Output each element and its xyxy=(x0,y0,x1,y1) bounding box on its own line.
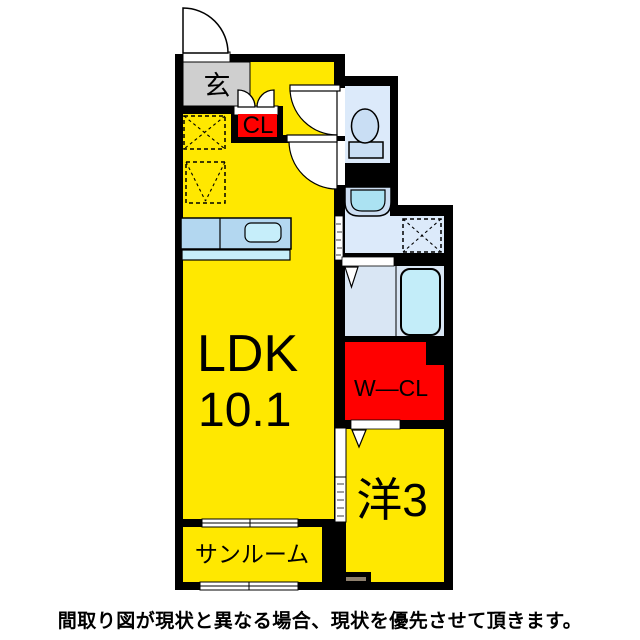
wall-right xyxy=(444,205,453,590)
room-door-icon xyxy=(286,134,338,190)
room-walkin-closet xyxy=(345,342,444,420)
door-swing-triangle-icon xyxy=(351,429,367,449)
kitchen-counter-icon xyxy=(180,217,292,261)
sliding-window-icon xyxy=(199,581,299,591)
label-genkan: 玄 xyxy=(204,71,231,101)
closet-double-door-icon xyxy=(237,89,275,108)
bathroom-door xyxy=(341,256,395,289)
washer-space-icon xyxy=(185,161,226,204)
label-cl: CL xyxy=(243,112,274,139)
room-door-icon xyxy=(289,84,341,136)
bathtub-icon xyxy=(400,268,441,336)
wall-toilet-right xyxy=(390,76,398,216)
doorway-washroom xyxy=(336,141,345,185)
counter-front xyxy=(181,249,291,261)
wall-bottom xyxy=(175,582,453,590)
label-ldk: LDK xyxy=(197,325,298,383)
storage-space-icon xyxy=(402,218,442,253)
wall-sunroom-top-right xyxy=(298,519,334,527)
wcl-door xyxy=(350,419,401,449)
wall-sunroom-divider xyxy=(322,519,346,590)
disclaimer-text: 間取り図が現状と異なる場合、現状を優先させて頂きます。 xyxy=(57,611,583,632)
refrigerator-space-icon xyxy=(183,115,226,150)
wall-extension-top xyxy=(390,205,453,216)
toilet-icon xyxy=(348,108,384,159)
kitchen-sink xyxy=(244,222,282,243)
washbasin-icon xyxy=(344,186,392,217)
sliding-window-icon xyxy=(201,518,299,528)
room-sunroom xyxy=(183,527,322,582)
wall-top xyxy=(175,54,341,62)
entrance-door-icon xyxy=(182,7,231,63)
wall-wcl-notch xyxy=(426,336,453,365)
wall-sunroom-top-left xyxy=(175,519,202,527)
wall-toilet-bottom xyxy=(337,163,398,187)
wall-genkan-stub xyxy=(183,106,233,114)
wall-toilet-top xyxy=(337,76,398,86)
wall-left xyxy=(175,54,183,590)
doorway-toilet xyxy=(336,88,345,136)
sliding-door-icon xyxy=(334,215,344,261)
label-western: 洋3 xyxy=(356,474,428,526)
label-ldk-size: 10.1 xyxy=(198,384,291,437)
label-sunroom: サンルーム xyxy=(195,541,309,567)
door-swing-triangle-icon xyxy=(344,266,359,289)
wall-center-column xyxy=(334,54,345,525)
step-strip xyxy=(346,577,366,581)
closet-cl-box xyxy=(238,114,277,137)
wall-bath-bottom xyxy=(334,336,453,342)
sliding-door-icon xyxy=(334,427,347,523)
room-western xyxy=(346,429,444,582)
label-wcl: W―CL xyxy=(354,375,428,401)
